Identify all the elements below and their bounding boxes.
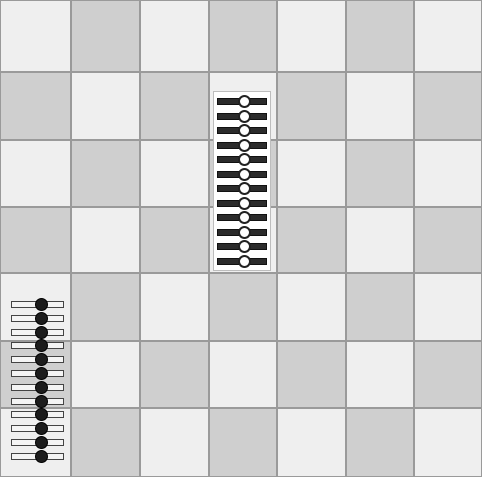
piece-dot — [35, 353, 48, 366]
board-square-r7-c7[interactable] — [414, 408, 482, 477]
board-square-r2-c2[interactable] — [71, 72, 140, 140]
board-square-r1-c5[interactable] — [277, 0, 346, 72]
black-stack[interactable] — [8, 295, 67, 467]
board-square-r3-c1[interactable] — [0, 140, 71, 207]
white-piece — [217, 124, 267, 137]
board-square-r2-c6[interactable] — [346, 72, 414, 140]
piece-dot — [35, 381, 48, 394]
white-piece — [217, 95, 267, 108]
board-square-r5-c2[interactable] — [71, 273, 140, 341]
white-piece — [217, 182, 267, 195]
board-square-r3-c7[interactable] — [414, 140, 482, 207]
board-square-r1-c2[interactable] — [71, 0, 140, 72]
board-square-r7-c5[interactable] — [277, 408, 346, 477]
piece-dot — [35, 367, 48, 380]
board-square-r5-c7[interactable] — [414, 273, 482, 341]
piece-dot — [35, 339, 48, 352]
board-square-r7-c6[interactable] — [346, 408, 414, 477]
board-square-r4-c3[interactable] — [140, 207, 209, 273]
piece-dot — [35, 408, 48, 421]
black-piece — [11, 312, 64, 325]
board-square-r3-c6[interactable] — [346, 140, 414, 207]
piece-dot — [35, 395, 48, 408]
piece-dot — [238, 240, 251, 253]
piece-dot — [238, 197, 251, 210]
white-piece — [217, 168, 267, 181]
white-piece — [217, 255, 267, 268]
white-piece — [217, 153, 267, 166]
board-square-r3-c2[interactable] — [71, 140, 140, 207]
piece-dot — [238, 226, 251, 239]
board-square-r2-c5[interactable] — [277, 72, 346, 140]
board-square-r6-c3[interactable] — [140, 341, 209, 408]
board-square-r4-c5[interactable] — [277, 207, 346, 273]
piece-dot — [35, 326, 48, 339]
piece-dot — [238, 211, 251, 224]
piece-dot — [238, 182, 251, 195]
board-square-r6-c6[interactable] — [346, 341, 414, 408]
board-square-r5-c5[interactable] — [277, 273, 346, 341]
board-square-r1-c6[interactable] — [346, 0, 414, 72]
black-piece — [11, 353, 64, 366]
board-square-r3-c3[interactable] — [140, 140, 209, 207]
board-square-r4-c7[interactable] — [414, 207, 482, 273]
piece-dot — [238, 139, 251, 152]
black-piece — [11, 450, 64, 463]
piece-dot — [238, 153, 251, 166]
board-square-r4-c2[interactable] — [71, 207, 140, 273]
black-piece — [11, 395, 64, 408]
piece-dot — [35, 450, 48, 463]
white-piece — [217, 211, 267, 224]
piece-dot — [35, 422, 48, 435]
black-piece — [11, 326, 64, 339]
white-stack[interactable] — [213, 91, 271, 271]
board-square-r1-c4[interactable] — [209, 0, 277, 72]
board-square-r6-c7[interactable] — [414, 341, 482, 408]
black-piece — [11, 298, 64, 311]
board-square-r6-c5[interactable] — [277, 341, 346, 408]
board-square-r6-c4[interactable] — [209, 341, 277, 408]
board-square-r5-c6[interactable] — [346, 273, 414, 341]
white-piece — [217, 139, 267, 152]
piece-dot — [35, 312, 48, 325]
board-square-r3-c5[interactable] — [277, 140, 346, 207]
piece-dot — [35, 436, 48, 449]
board-square-r1-c3[interactable] — [140, 0, 209, 72]
piece-dot — [238, 168, 251, 181]
board-square-r5-c4[interactable] — [209, 273, 277, 341]
board-square-r4-c1[interactable] — [0, 207, 71, 273]
black-piece — [11, 381, 64, 394]
piece-dot — [238, 95, 251, 108]
black-piece — [11, 422, 64, 435]
board-square-r2-c7[interactable] — [414, 72, 482, 140]
white-piece — [217, 197, 267, 210]
piece-dot — [238, 110, 251, 123]
board-square-r1-c1[interactable] — [0, 0, 71, 72]
board-square-r7-c3[interactable] — [140, 408, 209, 477]
black-piece — [11, 339, 64, 352]
board-square-r5-c3[interactable] — [140, 273, 209, 341]
board-square-r1-c7[interactable] — [414, 0, 482, 72]
board-square-r4-c6[interactable] — [346, 207, 414, 273]
black-piece — [11, 408, 64, 421]
board-square-r7-c4[interactable] — [209, 408, 277, 477]
board-square-r2-c3[interactable] — [140, 72, 209, 140]
piece-dot — [238, 255, 251, 268]
white-piece — [217, 110, 267, 123]
board-square-r7-c2[interactable] — [71, 408, 140, 477]
board-square-r2-c1[interactable] — [0, 72, 71, 140]
black-piece — [11, 367, 64, 380]
piece-dot — [35, 298, 48, 311]
board-square-r6-c2[interactable] — [71, 341, 140, 408]
piece-dot — [238, 124, 251, 137]
white-piece — [217, 226, 267, 239]
black-piece — [11, 436, 64, 449]
white-piece — [217, 240, 267, 253]
